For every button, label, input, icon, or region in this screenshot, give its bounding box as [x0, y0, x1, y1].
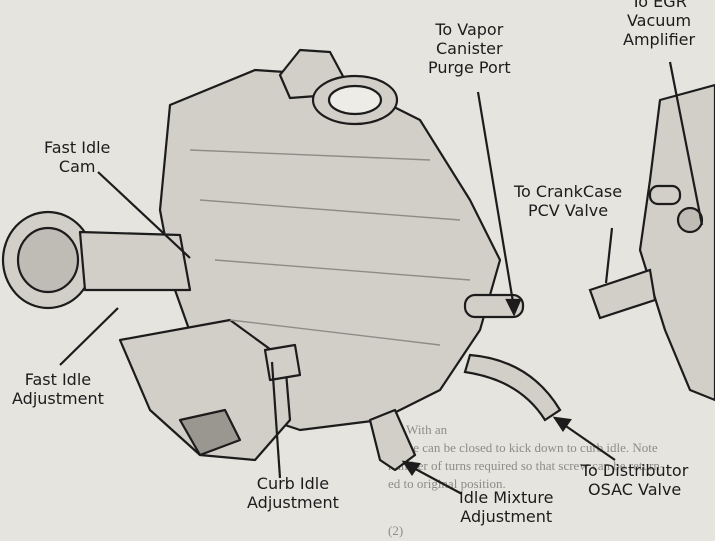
idle-mixture-screw — [368, 408, 417, 472]
pcv-port-tube — [648, 184, 682, 206]
label-line: Cam — [58, 157, 96, 176]
label-line: To EGR — [631, 0, 687, 11]
label-distributor-osac: To Distributor OSAC Valve — [581, 461, 688, 499]
label-vapor-canister: To Vapor Canister Purge Port — [428, 20, 511, 77]
label-line: To Distributor — [581, 461, 689, 480]
leader-fast-idle-cam — [97, 171, 191, 259]
label-line: Curb Idle — [256, 474, 330, 493]
background-step-text: (2) — [388, 522, 403, 540]
label-crankcase-pcv: To CrankCase PCV Valve — [514, 182, 622, 220]
label-line: Adjustment — [12, 389, 104, 408]
label-line: PCV Valve — [527, 201, 609, 220]
label-curb-idle-adjustment: Curb Idle Adjustment — [247, 474, 339, 512]
step-line: (2) — [388, 523, 404, 538]
label-idle-mixture-adjustment: Idle Mixture Adjustment — [459, 488, 553, 526]
arrow-idle-mixture — [401, 460, 421, 476]
leader-crankcase-pcv — [604, 227, 614, 284]
leader-curb-idle — [270, 361, 282, 479]
label-egr-amplifier: To EGR Vacuum Amplifier — [623, 0, 695, 49]
leader-distributor — [559, 421, 616, 461]
label-line: Amplifier — [623, 30, 696, 49]
label-line: Adjustment — [460, 507, 553, 526]
label-line: To Vapor — [435, 20, 504, 39]
label-fast-idle-cam: Fast Idle Cam — [44, 138, 110, 176]
label-line: Vacuum — [626, 11, 692, 30]
pulloff-bracket — [78, 230, 192, 292]
label-line: OSAC Valve — [588, 480, 682, 499]
label-line: Purge Port — [428, 58, 511, 77]
label-line: Fast Idle — [24, 370, 92, 389]
pcv-hose — [588, 268, 657, 320]
label-line: Fast Idle — [44, 138, 111, 157]
arrow-distributor — [552, 416, 572, 432]
leader-idle-mixture — [407, 464, 463, 495]
label-line: Idle Mixture — [459, 488, 554, 507]
leader-egr-amplifier — [668, 61, 704, 226]
egr-amplifier-housing — [638, 83, 715, 402]
distributor-port-tube — [463, 353, 562, 422]
instruction-line: ed to original position. — [388, 476, 506, 491]
label-line: Adjustment — [247, 493, 339, 512]
leader-fast-idle-adjustment — [59, 307, 119, 366]
arrow-vapor-canister — [505, 298, 522, 317]
label-fast-idle-adjustment: Fast Idle Adjustment — [12, 370, 104, 408]
throttle-linkage — [118, 318, 292, 462]
leader-vapor-canister — [476, 91, 516, 309]
curb-idle-screw — [263, 343, 302, 382]
instruction-line: number of turns required so that screw c… — [388, 458, 665, 473]
label-line: To CrankCase — [514, 182, 623, 201]
label-line: Canister — [436, 39, 503, 58]
